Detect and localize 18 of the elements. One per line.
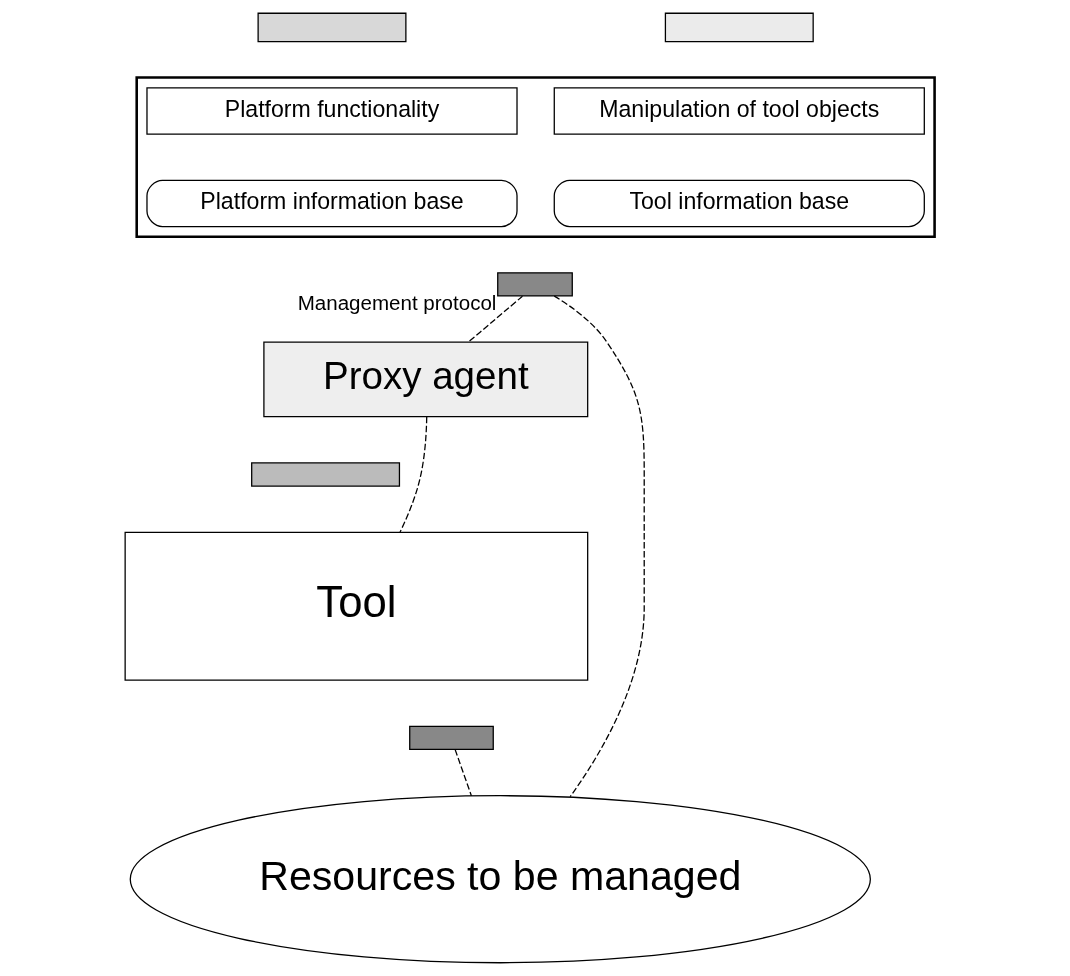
node-box: Proxy agent <box>263 341 589 418</box>
cluster <box>135 76 936 239</box>
connector <box>454 749 472 797</box>
node-box <box>251 462 401 487</box>
node-box <box>409 725 494 751</box>
node-box: Platform information base <box>146 179 518 228</box>
node-box: Tool information base <box>553 179 925 228</box>
node-box: Manipulation of tool objects <box>553 87 925 135</box>
connector <box>399 416 428 533</box>
edge-label: Management protocol <box>297 291 497 315</box>
connector <box>553 295 645 798</box>
node-ellipse: Resources to be managed <box>129 795 871 964</box>
node-box <box>497 272 573 297</box>
connector <box>468 295 524 343</box>
node-box: Platform functionality <box>146 87 518 135</box>
node-box: Tool <box>124 531 589 681</box>
node-box <box>664 12 814 43</box>
node-box <box>257 12 407 43</box>
